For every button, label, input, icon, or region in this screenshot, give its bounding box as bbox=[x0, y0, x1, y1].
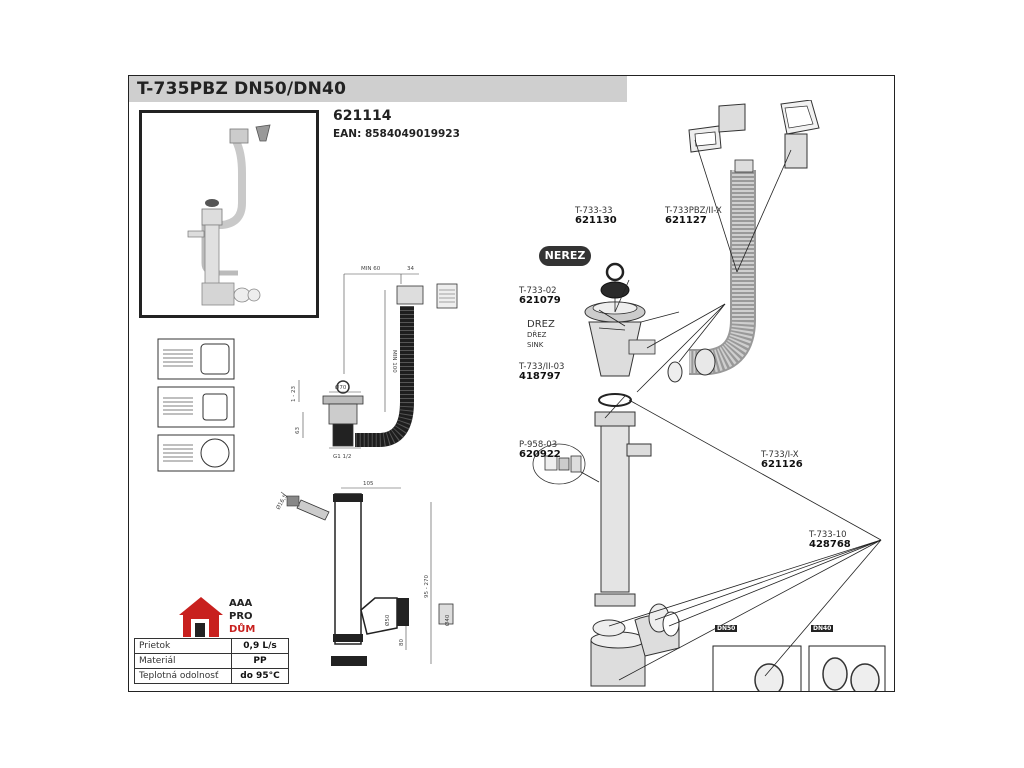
dim-80: 80 bbox=[399, 639, 405, 646]
dim-d50: Ø50 bbox=[384, 614, 391, 626]
logo-text: AAA bbox=[229, 598, 252, 609]
header-bar: T-735PBZ DN50/DN40 bbox=[129, 76, 627, 102]
standpipe bbox=[594, 411, 652, 607]
overflow-grid bbox=[780, 100, 820, 169]
spec-table: Prietok 0,9 L/s Materiál PP Teplotná odo… bbox=[134, 638, 289, 684]
sink-icon-square-right bbox=[157, 338, 235, 380]
part-model: T-733-33 bbox=[575, 206, 613, 216]
dim-34: 34 bbox=[407, 266, 414, 272]
dim-min100: MIN 100 bbox=[391, 350, 397, 373]
part-model: T-733PBZ/II-X bbox=[665, 206, 722, 216]
product-photo-drawing bbox=[187, 124, 271, 306]
spec-label: Materiál bbox=[134, 653, 232, 669]
callout-t733-ii-03: T-733/II-03 418797 bbox=[519, 362, 564, 382]
product-sheet: T-735PBZ DN50/DN40 621114 EAN: 858404901… bbox=[128, 75, 895, 692]
material-line: SINK bbox=[527, 341, 544, 349]
overflow-head bbox=[396, 283, 458, 309]
callout-t733-10: T-733-10 428768 bbox=[809, 530, 851, 550]
part-model: T-733-02 bbox=[519, 286, 557, 296]
part-model: P-958-03 bbox=[519, 440, 558, 450]
part-code: 620922 bbox=[519, 449, 561, 460]
callout-t733-33: T-733-33 621130 bbox=[575, 206, 617, 226]
dim-d40: Ø40 bbox=[444, 614, 451, 626]
dim-105: 105 bbox=[363, 481, 374, 487]
part-code: 621126 bbox=[761, 459, 803, 470]
sink-types bbox=[157, 338, 235, 472]
spec-value: PP bbox=[231, 653, 289, 669]
callout-material: DREZ DŘEZ SINK bbox=[527, 320, 555, 350]
side-fitting bbox=[532, 443, 586, 485]
dim-g112: G1 1/2 bbox=[333, 454, 351, 460]
part-model: T-733/I-X bbox=[761, 450, 799, 460]
bottle-trap bbox=[590, 603, 680, 687]
spec-row: Teplotná odolnosť do 95°C bbox=[134, 668, 289, 684]
dim-min60: MIN 60 bbox=[361, 266, 381, 272]
sink-icon-square-small bbox=[157, 386, 235, 428]
spec-value: 0,9 L/s bbox=[231, 638, 289, 654]
material-line: DŘEZ bbox=[527, 331, 547, 339]
spec-label: Prietok bbox=[134, 638, 232, 654]
part-model: T-733-10 bbox=[809, 530, 847, 540]
vertical-pipe bbox=[331, 493, 454, 666]
exploded-assembly bbox=[532, 100, 886, 691]
material-line: DREZ bbox=[527, 319, 555, 330]
logo-text: PRO bbox=[229, 611, 253, 622]
strainer bbox=[584, 301, 656, 407]
part-code: 428768 bbox=[809, 539, 851, 550]
product-code: 621114 bbox=[333, 108, 392, 124]
callout-t733-i-x: T-733/I-X 621126 bbox=[761, 450, 803, 470]
dn40-label: DN40 bbox=[811, 625, 834, 632]
part-model: T-733/II-03 bbox=[519, 362, 565, 372]
dim-d70: Ø70 bbox=[335, 384, 347, 391]
leader-lines bbox=[580, 139, 882, 681]
dim-1-23: 1 - 23 bbox=[291, 386, 297, 402]
side-inlet bbox=[286, 495, 330, 521]
spec-value: do 95°C bbox=[231, 668, 289, 684]
overflow-frame bbox=[688, 103, 746, 153]
dn50-label: DN50 bbox=[715, 625, 738, 632]
sink-icon-round bbox=[157, 434, 235, 472]
ean-code: EAN: 8584049019923 bbox=[333, 128, 460, 140]
part-code: 418797 bbox=[519, 371, 561, 382]
callout-t733pbz: T-733PBZ/II-X 621127 bbox=[665, 206, 722, 226]
part-code: 621130 bbox=[575, 215, 617, 226]
aaa-pro-dum-logo: AAA PRO DŮM bbox=[175, 593, 263, 639]
spec-label: Teplotná odolnosť bbox=[134, 668, 232, 684]
house-logo-icon: AAA PRO DŮM bbox=[179, 597, 255, 637]
technical-drawing-bottom: 105 95 - 270 80 Ø50 Ø40 Ø16,5 bbox=[275, 481, 454, 666]
nerez-badge: NEREZ bbox=[539, 246, 591, 266]
callout-t733-02: T-733-02 621079 bbox=[519, 286, 561, 306]
technical-drawing-top: MIN 60 34 MIN 100 Ø70 1 - 23 63 G1 1/2 bbox=[291, 266, 458, 460]
logo-text: DŮM bbox=[229, 622, 255, 635]
sink-plug bbox=[600, 262, 630, 299]
callout-p958-03: P-958-03 620922 bbox=[519, 440, 561, 460]
dim-63: 63 bbox=[295, 427, 301, 434]
spec-row: Prietok 0,9 L/s bbox=[134, 638, 289, 654]
part-code: 621079 bbox=[519, 295, 561, 306]
product-photo bbox=[139, 110, 319, 318]
dim-95-270: 95 - 270 bbox=[424, 575, 430, 598]
spec-row: Materiál PP bbox=[134, 653, 289, 669]
part-code: 621127 bbox=[665, 215, 707, 226]
product-title: T-735PBZ DN50/DN40 bbox=[137, 79, 347, 99]
drain-body bbox=[322, 380, 364, 447]
